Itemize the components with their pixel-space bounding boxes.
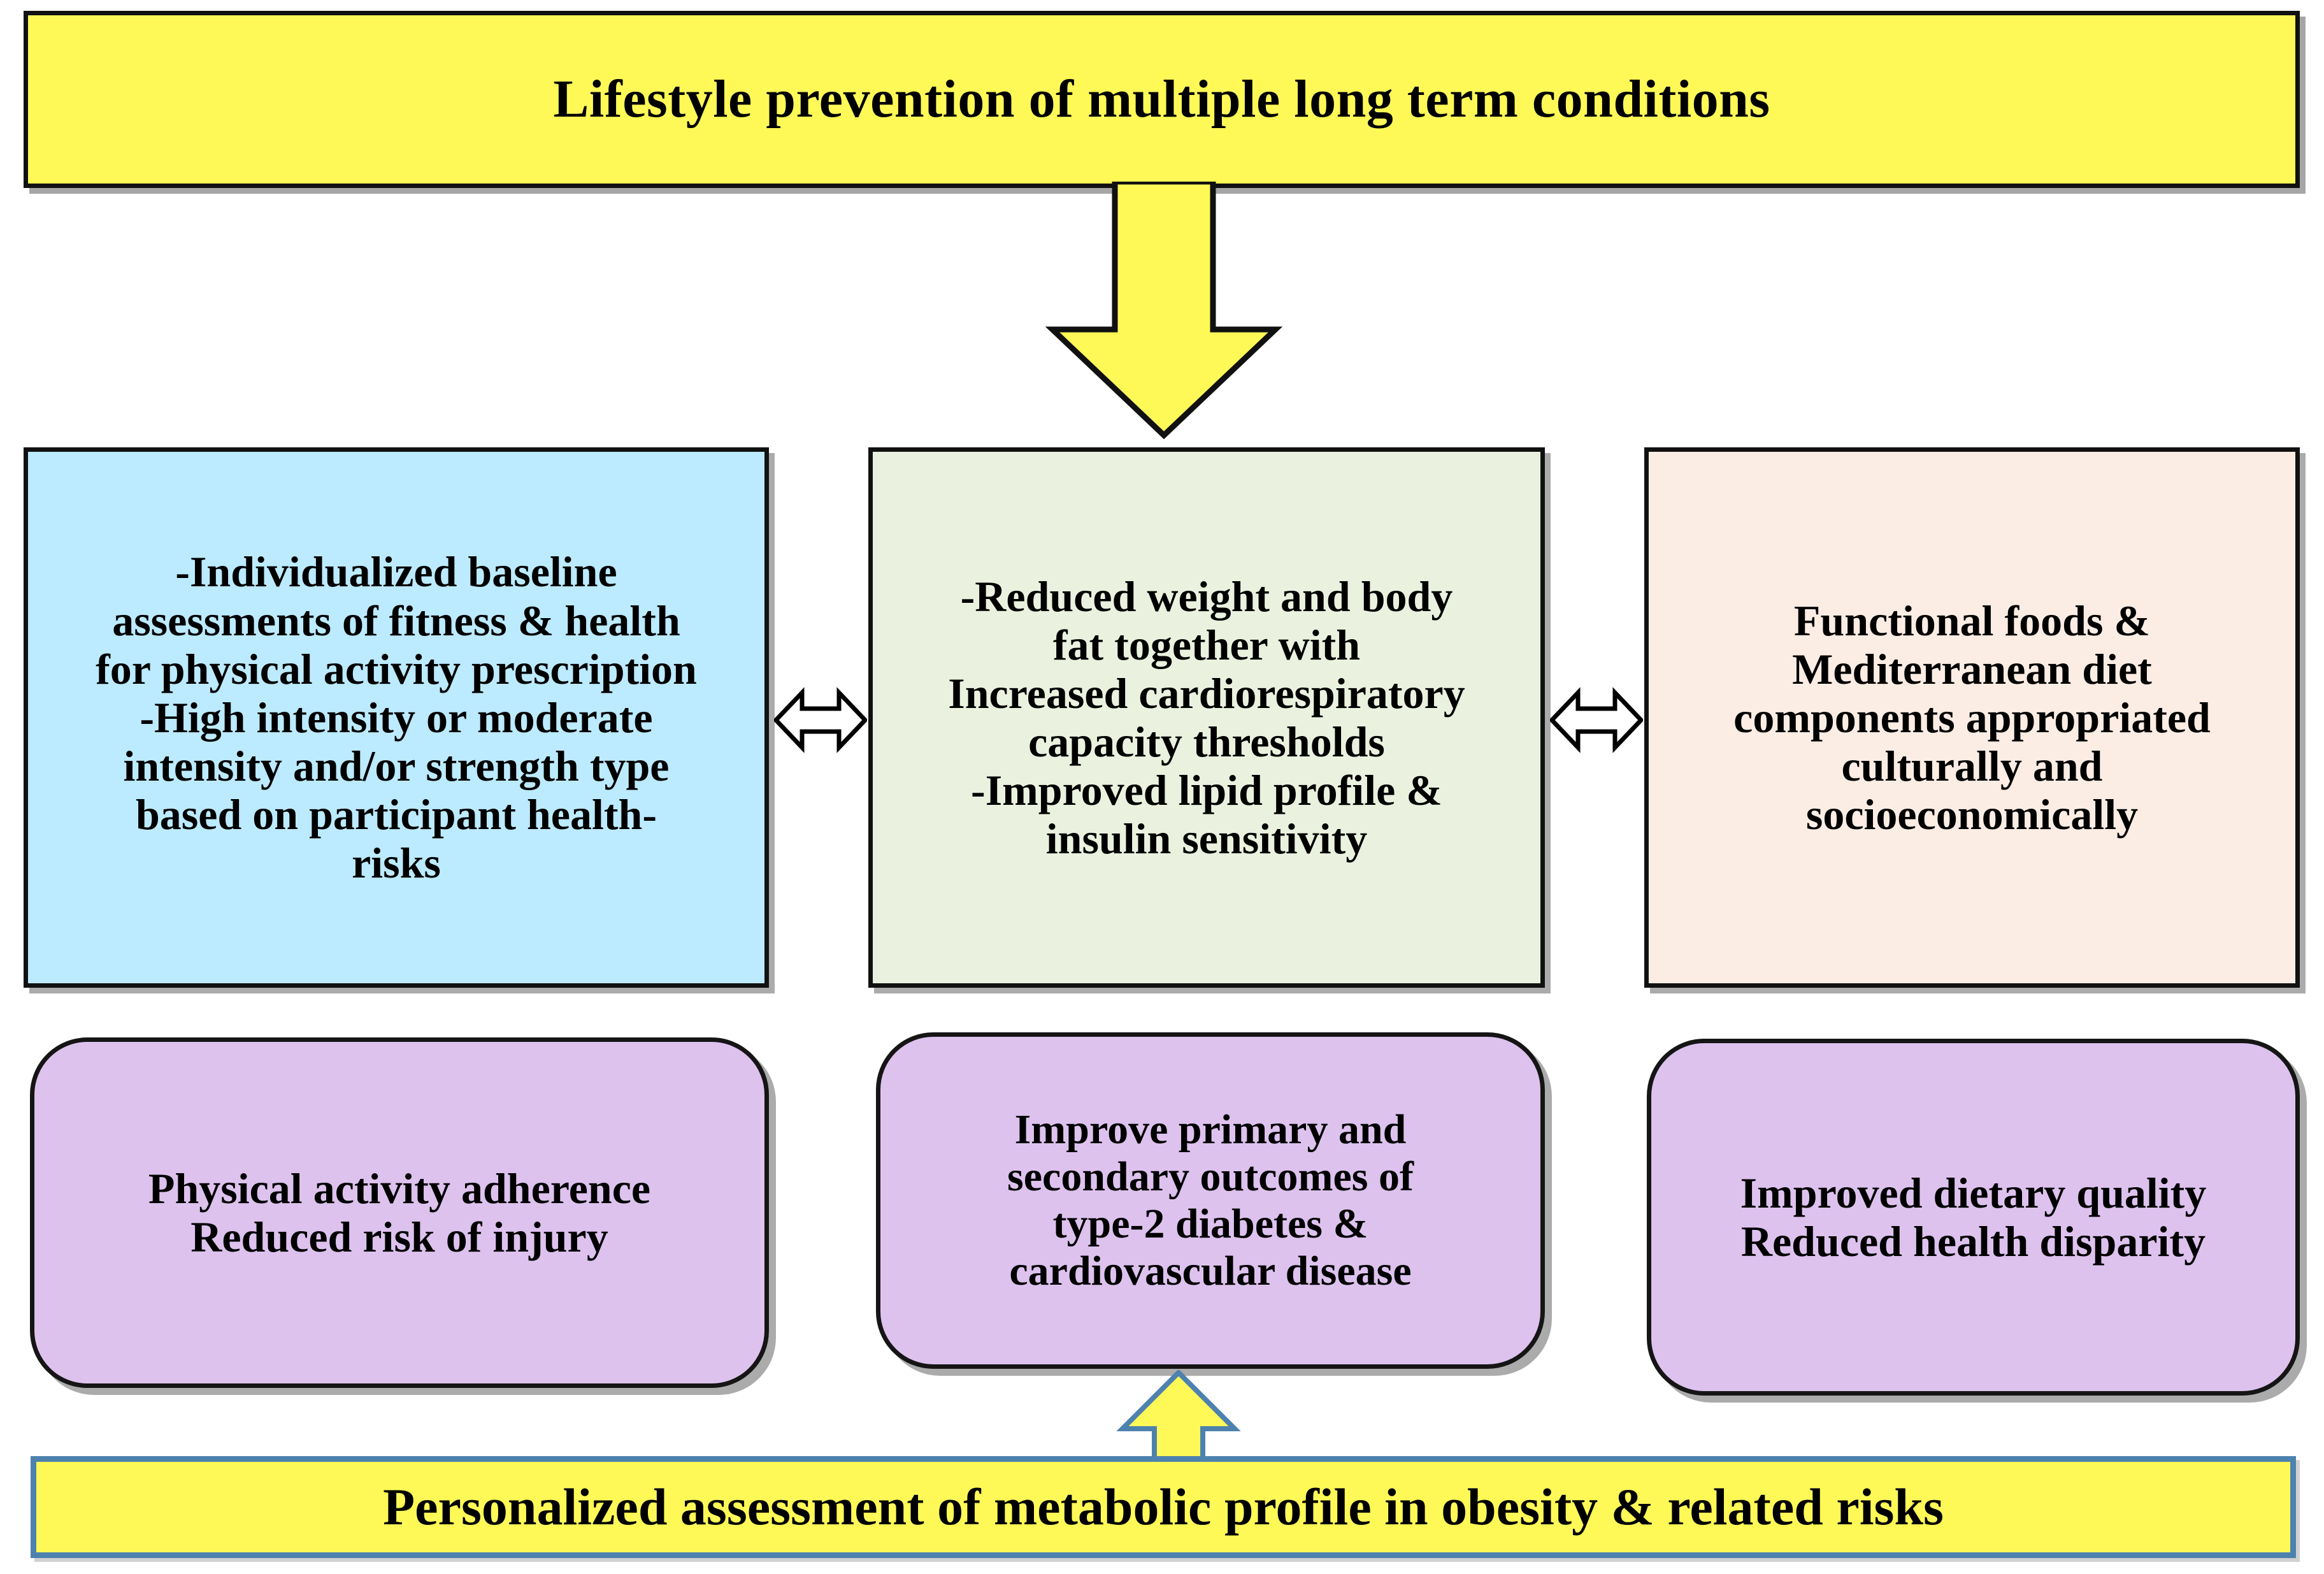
exercise-prescription-box: -Individualized baseline assessments of … bbox=[24, 447, 769, 988]
physical-activity-adherence-box: Physical activity adherence Reduced risk… bbox=[30, 1037, 769, 1388]
bidirectional-arrow-icon bbox=[774, 687, 867, 753]
bottom-banner: Personalized assessment of metabolic pro… bbox=[31, 1456, 2296, 1558]
dietary-quality-box: Improved dietary quality Reduced health … bbox=[1647, 1039, 2300, 1396]
diet-components-box: Functional foods & Mediterranean diet co… bbox=[1644, 447, 2300, 988]
bidirectional-arrow-icon bbox=[1550, 687, 1643, 753]
title-banner: Lifestyle prevention of multiple long te… bbox=[24, 11, 2300, 188]
flow-arrow-down-icon bbox=[1045, 182, 1283, 440]
flow-arrow-up-icon bbox=[1116, 1370, 1241, 1466]
physiological-outcomes-box: -Reduced weight and body fat together wi… bbox=[868, 447, 1545, 988]
clinical-outcomes-box: Improve primary and secondary outcomes o… bbox=[876, 1032, 1545, 1369]
